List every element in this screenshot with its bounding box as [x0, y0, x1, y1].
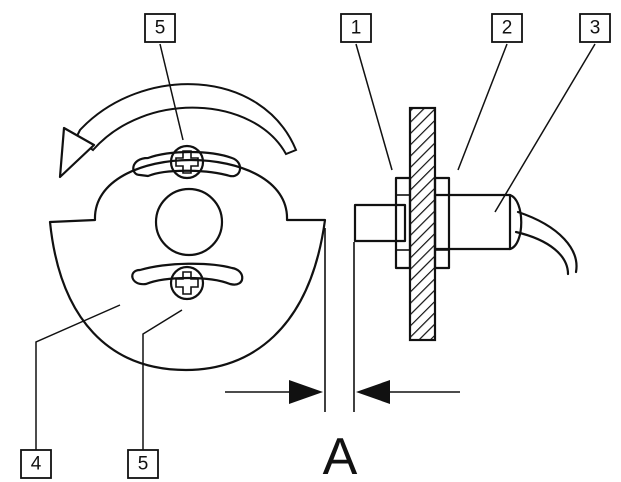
- callout-2: 2: [491, 13, 523, 43]
- bottom-screw-icon: [169, 265, 205, 301]
- nut-rear: [433, 176, 451, 270]
- bottom-slot: [131, 262, 244, 286]
- callout-1: 1: [340, 13, 372, 43]
- callout-4-label: 4: [31, 454, 42, 475]
- dimension-label: A: [323, 428, 358, 482]
- callout-5-bottom-label: 5: [138, 454, 149, 475]
- proximity-sensor: [353, 176, 523, 270]
- callout-5-top: 5: [144, 13, 176, 43]
- callout-3-label: 3: [590, 18, 601, 39]
- top-slot: [132, 150, 242, 178]
- callout-4: 4: [20, 449, 52, 479]
- nut-front: [394, 176, 412, 270]
- callout-2-label: 2: [502, 18, 513, 39]
- rotation-arrow-icon: [58, 83, 298, 179]
- gap-dimension: [225, 228, 460, 412]
- center-bore: [154, 187, 224, 257]
- callout-5-bottom: 5: [127, 449, 159, 479]
- mounting-plate: [408, 106, 437, 342]
- callout-3: 3: [579, 13, 611, 43]
- top-screw-icon: [169, 144, 205, 180]
- cam-disc: [48, 144, 327, 372]
- callout-1-label: 1: [351, 18, 362, 39]
- sensor-cable: [516, 210, 578, 274]
- leader-lines: [35, 43, 596, 450]
- callout-5-top-label: 5: [155, 18, 166, 39]
